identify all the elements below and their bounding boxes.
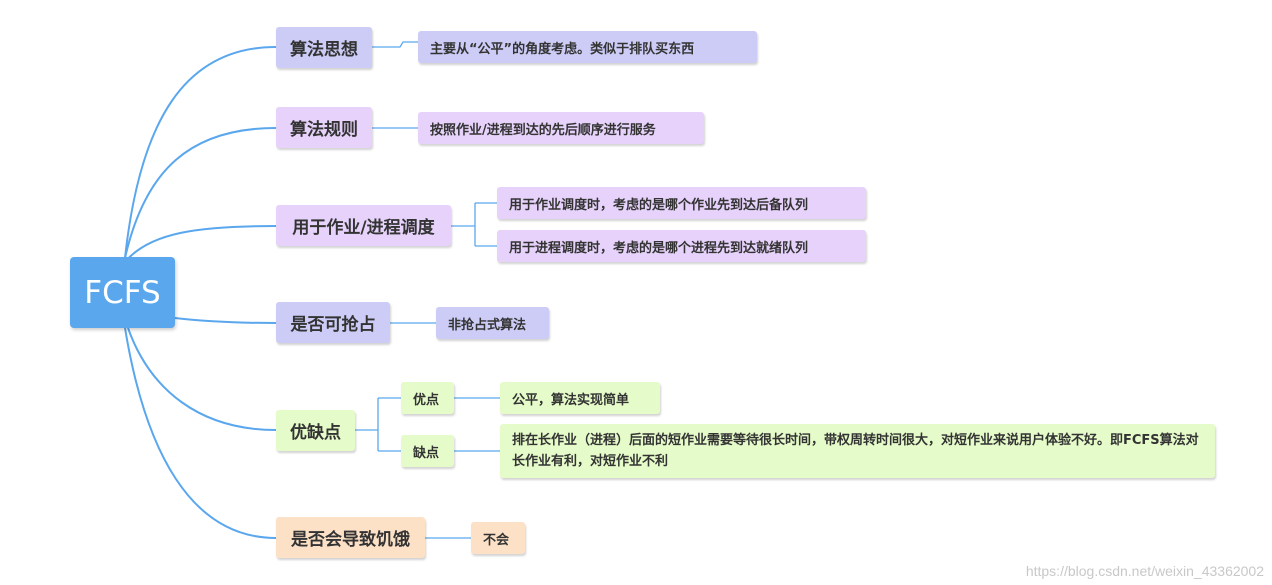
link-root-pros-cons: [127, 327, 277, 431]
leaf-non-preemptive: 非抢占式算法: [436, 307, 549, 339]
leaf-disadvantages-detail: 排在长作业（进程）后面的短作业需要等待很长时间，带权周转时间很大，对短作业来说用…: [500, 424, 1215, 478]
branch-algorithm-thought: 算法思想: [276, 27, 372, 68]
leaf-job-scheduling: 用于作业调度时，考虑的是哪个作业先到达后备队列: [497, 187, 866, 219]
link-usage-children: [451, 202, 497, 247]
sub-disadvantages: 缺点: [401, 435, 454, 467]
root-node-fcfs: FCFS: [70, 257, 175, 328]
branch-usage-scheduling: 用于作业/进程调度: [276, 205, 451, 246]
link-root-usage: [124, 225, 277, 263]
link-root-thought: [124, 46, 277, 259]
branch-pros-cons: 优缺点: [276, 410, 355, 451]
leaf-advantages-detail: 公平，算法实现简单: [500, 382, 660, 414]
link-proscons-children: [355, 397, 401, 452]
branch-algorithm-rule: 算法规则: [276, 107, 372, 148]
watermark-url: https://blog.csdn.net/weixin_43362002: [1025, 563, 1264, 579]
link-root-preempt: [174, 317, 277, 324]
leaf-thought-detail: 主要从“公平”的角度考虑。类似于排队买东西: [418, 31, 757, 63]
sub-advantages: 优点: [401, 382, 454, 414]
branch-starvation: 是否会导致饥饿: [276, 517, 425, 558]
leaf-rule-detail: 按照作业/进程到达的先后顺序进行服务: [418, 112, 704, 144]
link-root-starvation: [124, 327, 277, 539]
link-thought-child: [372, 41, 418, 48]
leaf-no-starvation: 不会: [471, 522, 525, 554]
leaf-process-scheduling: 用于进程调度时，考虑的是哪个进程先到达就绪队列: [497, 230, 866, 262]
link-root-rule: [124, 127, 277, 259]
branch-preemptive: 是否可抢占: [276, 302, 390, 343]
